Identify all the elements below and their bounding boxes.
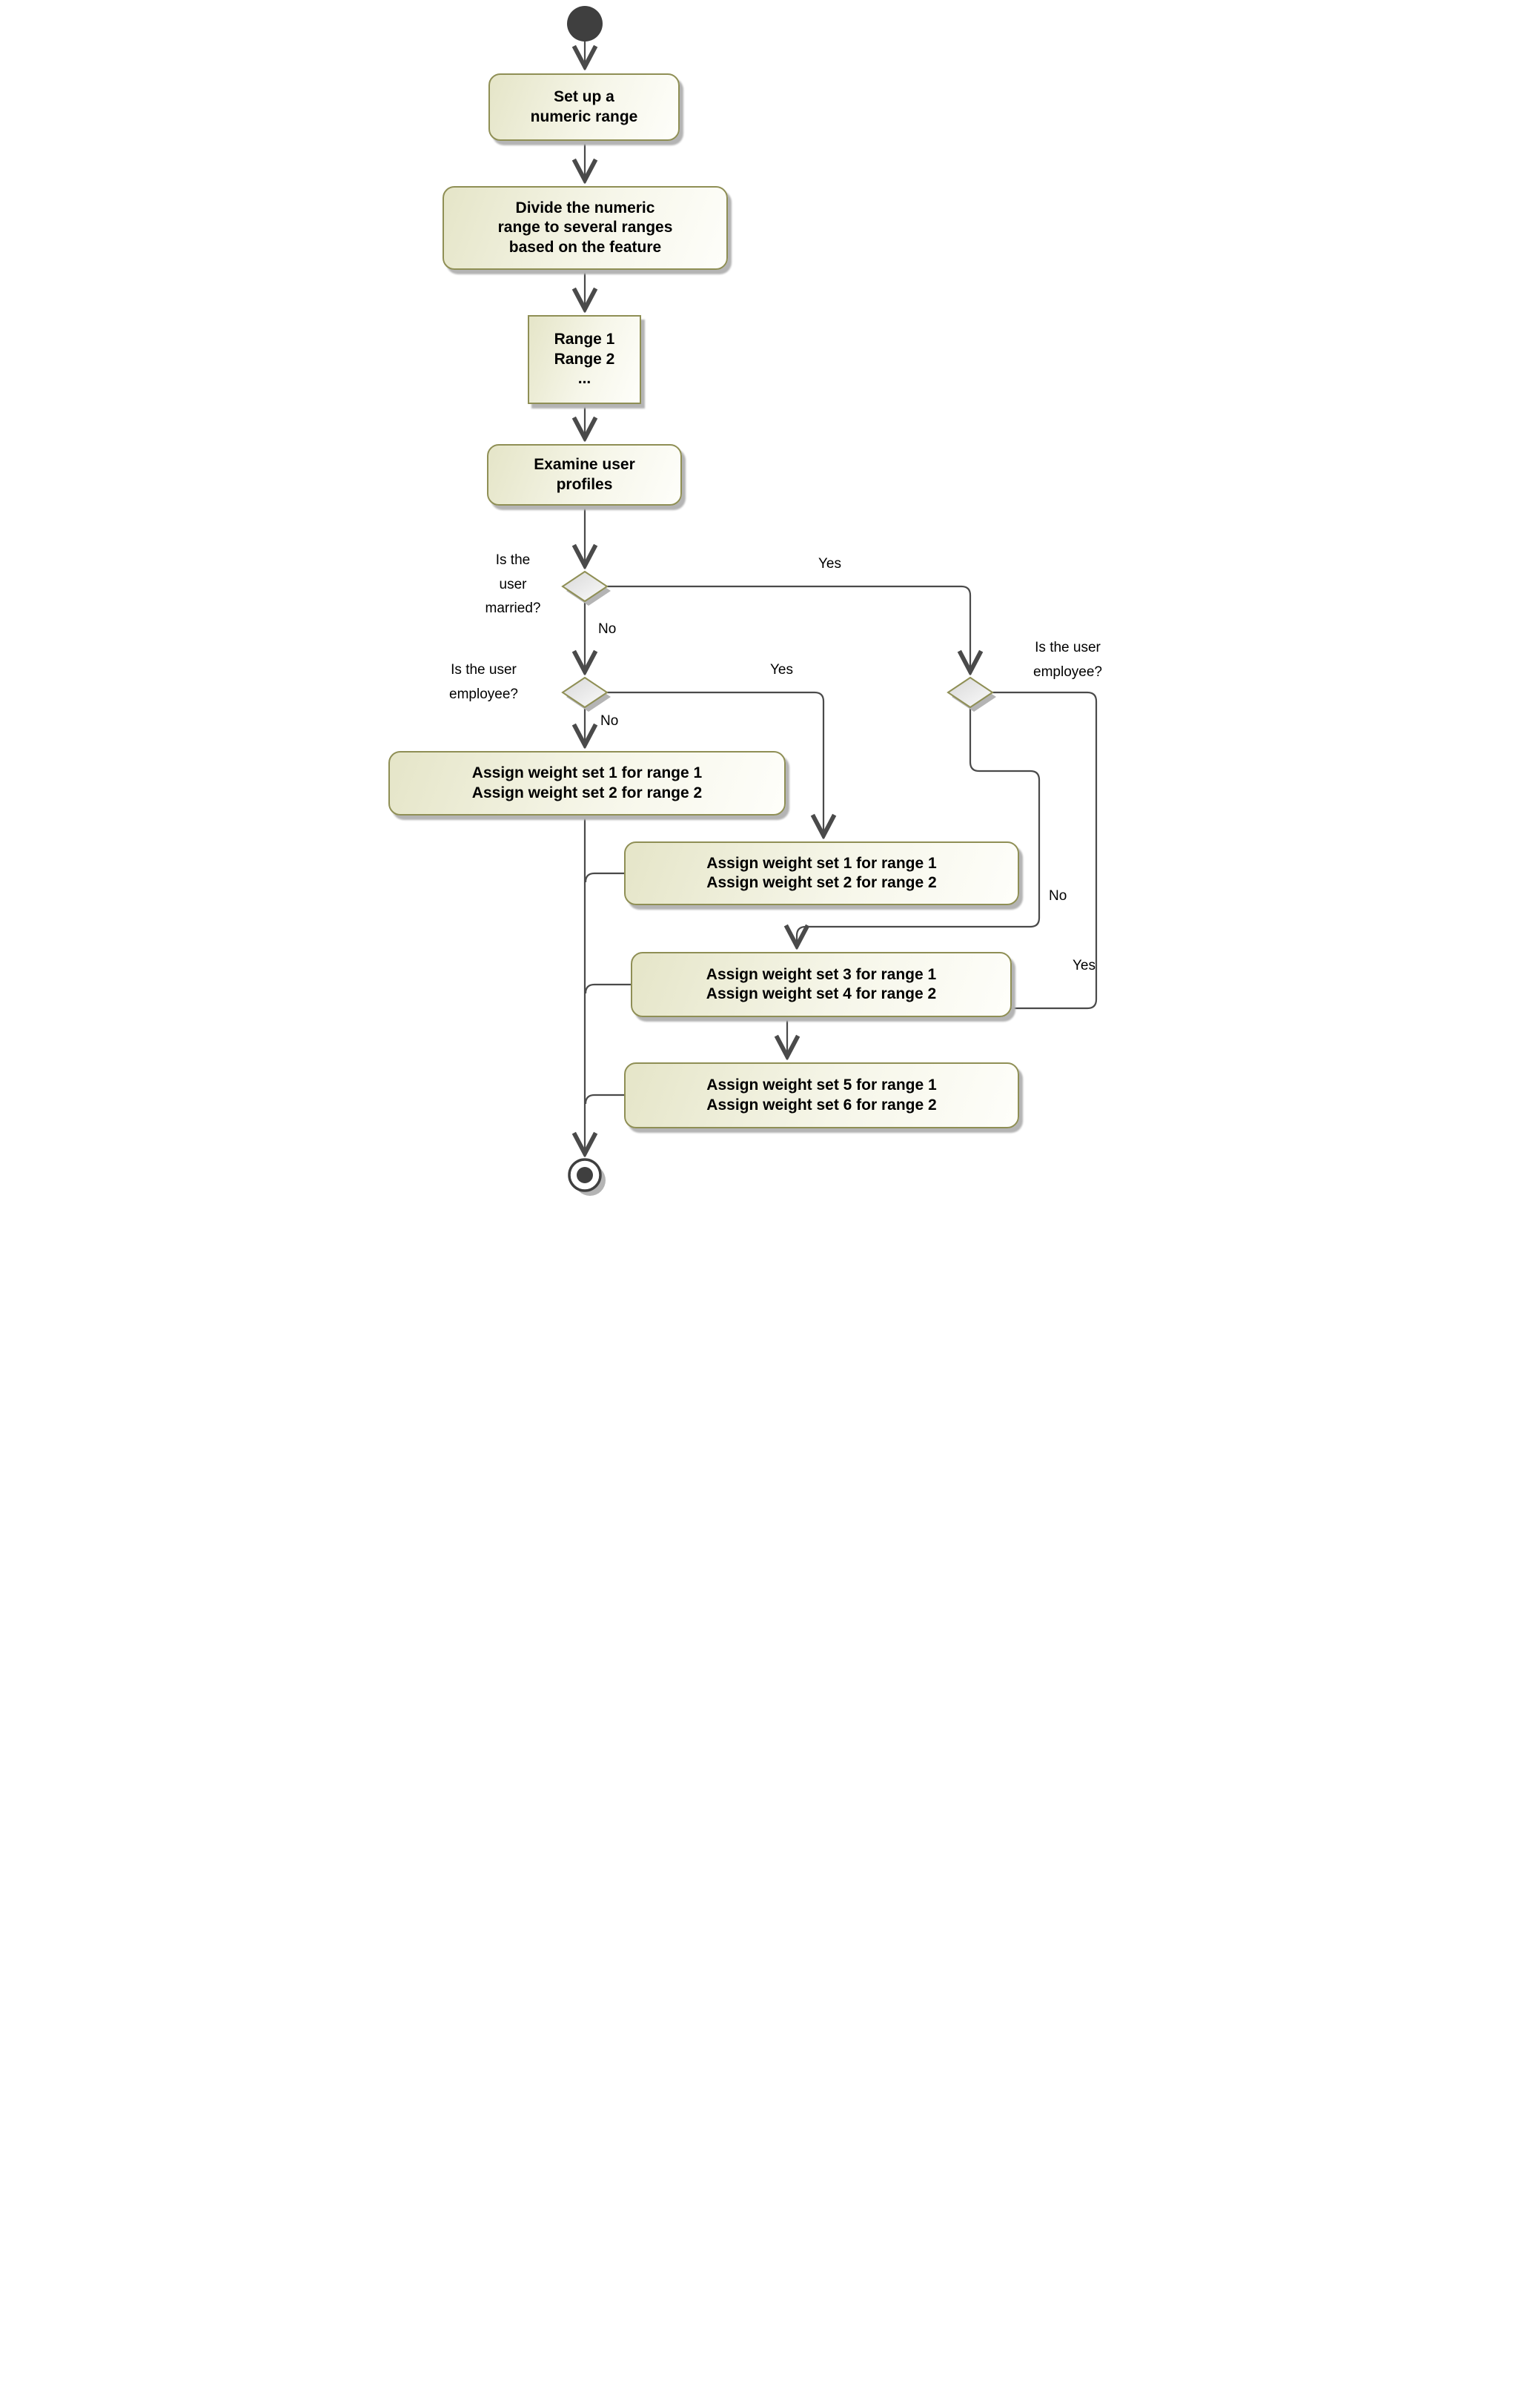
edge-married-yes: [607, 585, 970, 672]
object-text-line: Range 2: [554, 350, 615, 368]
action-assign-weights-1-2-mid[interactable]: Assign weight set 1 for range 1 Assign w…: [624, 841, 1019, 905]
action-text-line: Examine user: [534, 456, 635, 474]
guard-employee-right-no: No: [1049, 888, 1067, 904]
object-text-line: ...: [577, 370, 591, 388]
guard-employee-left-yes: Yes: [770, 662, 793, 678]
condition-label-married: Is the user married?: [485, 552, 541, 617]
action-text-line: Assign weight set 6 for range 2: [706, 1096, 937, 1114]
edge-assign34-merge: [584, 983, 631, 994]
object-text-line: Range 1: [554, 331, 615, 348]
activity-diagram: Set up a numeric range Divide the numeri…: [380, 0, 1138, 1204]
guard-employee-right-yes: Yes: [1073, 958, 1096, 973]
start-node[interactable]: [567, 6, 603, 42]
condition-label-employee-right: Is the user employee?: [1033, 640, 1102, 680]
action-text-line: profiles: [556, 475, 613, 493]
action-text-line: Assign weight set 1 for range 1: [471, 764, 703, 782]
action-text-line: Set up a: [554, 88, 614, 106]
action-text-line: Assign weight set 4 for range 2: [706, 985, 937, 1002]
object-range-list[interactable]: Range 1 Range 2 ...: [528, 315, 641, 404]
guard-married-no: No: [598, 621, 617, 637]
action-assign-weights-1-2-left[interactable]: Assign weight set 1 for range 1 Assign w…: [388, 751, 786, 816]
decision-married[interactable]: [561, 570, 611, 606]
action-assign-weights-5-6[interactable]: Assign weight set 5 for range 1 Assign w…: [624, 1062, 1019, 1128]
end-node[interactable]: [568, 1158, 606, 1196]
edge-employeeleft-yes: [607, 691, 823, 836]
action-text-line: Assign weight set 2 for range 2: [706, 874, 937, 891]
edge-assign12mid-merge: [584, 872, 624, 883]
decision-employee-left[interactable]: [561, 676, 611, 712]
edge-employeeright-no: [797, 707, 1041, 946]
edge-assign56-merge: [584, 1094, 624, 1105]
guard-married-yes: Yes: [818, 556, 841, 572]
action-text-line: Divide the numeric: [515, 199, 655, 216]
action-assign-weights-3-4[interactable]: Assign weight set 3 for range 1 Assign w…: [631, 952, 1012, 1017]
action-text-line: Assign weight set 1 for range 1: [706, 854, 937, 872]
action-text-line: based on the feature: [508, 238, 662, 256]
guard-employee-left-no: No: [600, 713, 619, 729]
action-text-line: numeric range: [530, 108, 638, 125]
action-setup-numeric-range[interactable]: Set up a numeric range: [488, 73, 680, 141]
decision-employee-right[interactable]: [947, 676, 996, 712]
action-divide-range[interactable]: Divide the numeric range to several rang…: [443, 186, 728, 270]
action-text-line: Assign weight set 5 for range 1: [706, 1076, 937, 1094]
condition-label-employee-left: Is the user employee?: [449, 662, 518, 702]
action-examine-profiles[interactable]: Examine user profiles: [487, 444, 682, 506]
action-text-line: Assign weight set 2 for range 2: [471, 784, 703, 801]
action-text-line: Assign weight set 3 for range 1: [706, 965, 937, 983]
action-text-line: range to several ranges: [497, 219, 673, 236]
